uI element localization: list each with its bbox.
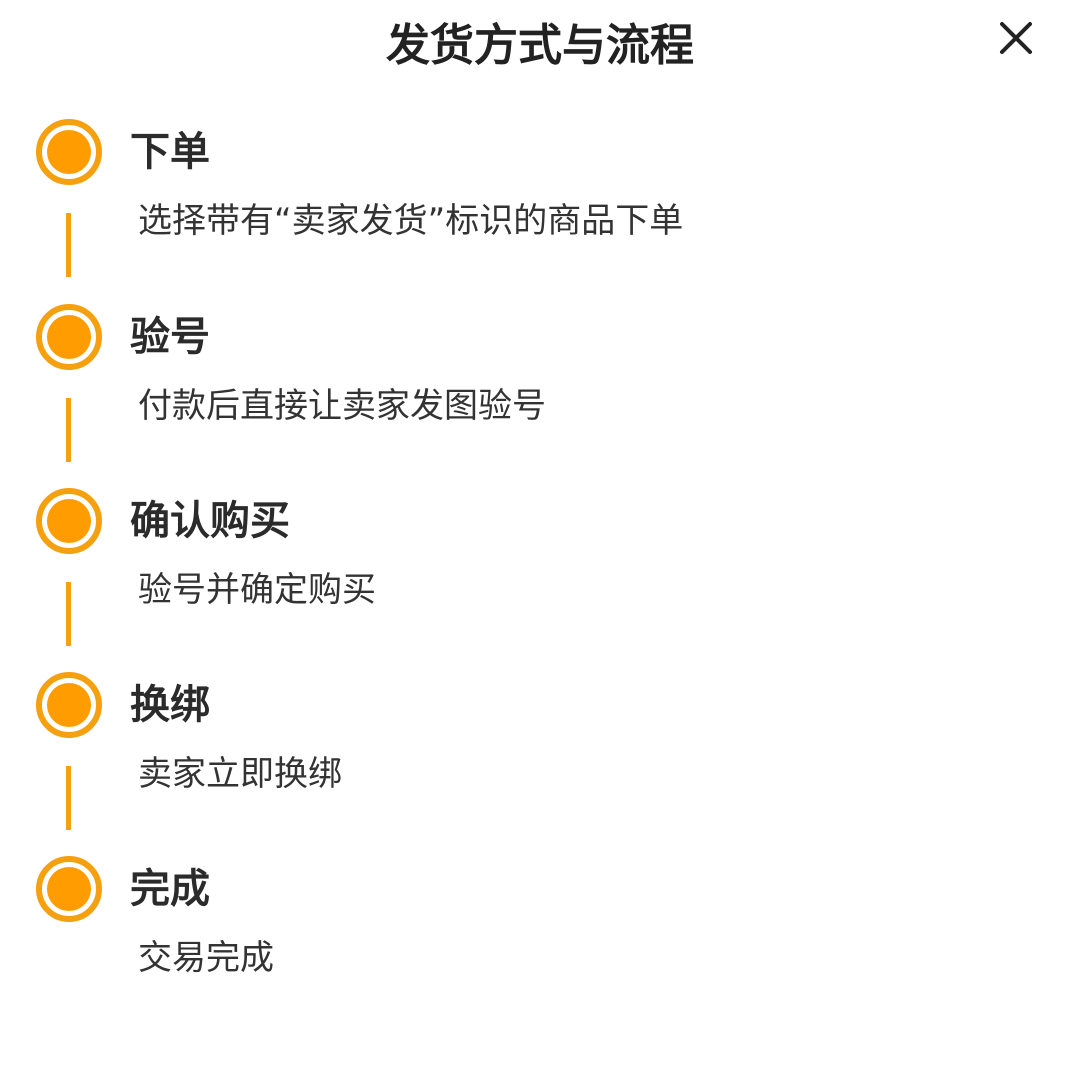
- step-connector: [66, 766, 71, 830]
- step-5: 完成 交易完成: [0, 856, 1080, 1074]
- step-description: 选择带有“卖家发货”标识的商品下单: [138, 201, 684, 241]
- step-circle-icon: [36, 304, 102, 370]
- step-title: 确认购买: [130, 498, 290, 544]
- step-2: 验号 付款后直接让卖家发图验号: [0, 304, 1080, 522]
- step-title: 下单: [130, 129, 210, 175]
- step-3: 确认购买 验号并确定购买: [0, 488, 1080, 706]
- step-1: 下单 选择带有“卖家发货”标识的商品下单: [0, 119, 1080, 337]
- step-4: 换绑 卖家立即换绑: [0, 672, 1080, 890]
- step-title: 完成: [130, 866, 210, 912]
- step-connector: [66, 398, 71, 462]
- dialog-title: 发货方式与流程: [386, 20, 694, 71]
- close-icon: [1000, 22, 1032, 54]
- step-description: 卖家立即换绑: [138, 754, 342, 794]
- close-button[interactable]: [994, 16, 1038, 60]
- step-circle-icon: [36, 856, 102, 922]
- step-circle-icon: [36, 488, 102, 554]
- step-description: 付款后直接让卖家发图验号: [138, 386, 546, 426]
- step-description: 验号并确定购买: [138, 570, 376, 610]
- step-title: 验号: [130, 314, 210, 360]
- step-connector: [66, 213, 71, 277]
- step-connector: [66, 582, 71, 646]
- step-circle-icon: [36, 119, 102, 185]
- step-description: 交易完成: [138, 938, 274, 978]
- step-circle-icon: [36, 672, 102, 738]
- step-title: 换绑: [130, 682, 210, 728]
